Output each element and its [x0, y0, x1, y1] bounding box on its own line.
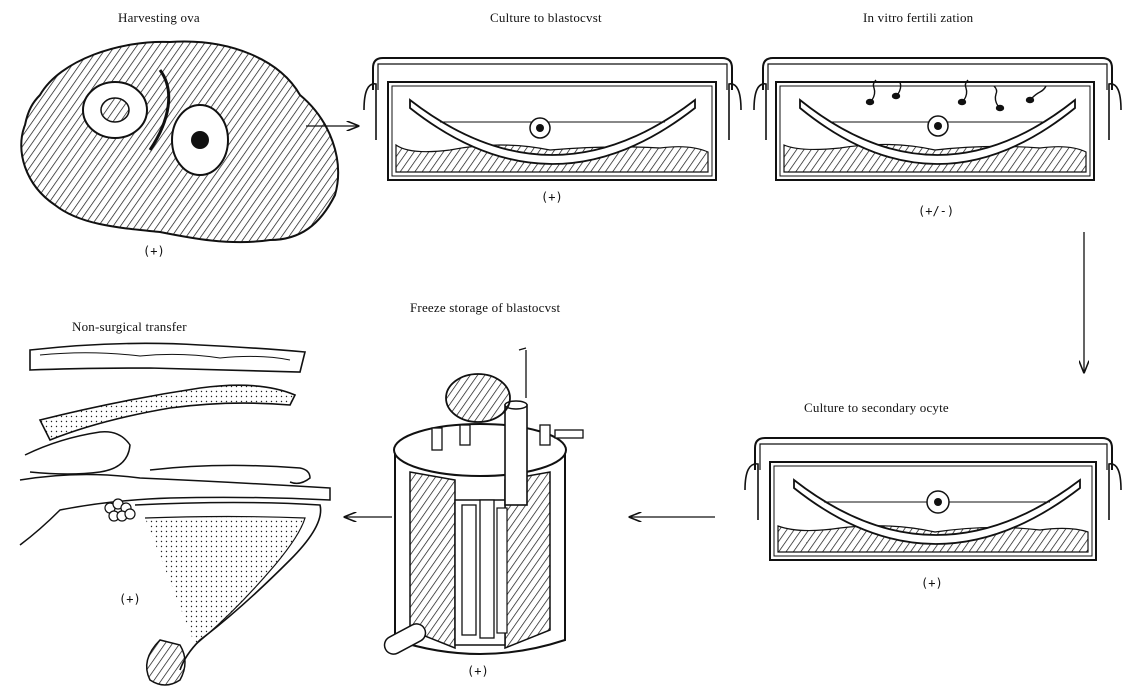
step-result-transfer: (+) — [119, 592, 141, 606]
step-title-harvest: Harvesting ova — [118, 10, 200, 26]
step-title-transfer: Non-surgical transfer — [72, 319, 187, 335]
culture-dish-blastocyst — [364, 58, 741, 180]
transfer-illustration — [20, 343, 330, 685]
step-result-culture-blastocyst: (+) — [541, 190, 563, 204]
step-title-ivf: In vitro fertili zation — [863, 10, 973, 26]
step-result-freeze: (+) — [467, 664, 489, 678]
step-title-culture-oocyte: Culture to secondary ocyte — [804, 400, 949, 416]
step-title-culture-blastocyst: Culture to blastocvst — [490, 10, 602, 26]
freeze-tank-illustration — [381, 348, 583, 657]
culture-dish-ivf — [754, 58, 1121, 180]
step-title-freeze: Freeze storage of blastocvst — [410, 300, 560, 316]
step-result-ivf: (+/-) — [918, 204, 954, 218]
ovary-illustration — [21, 42, 338, 243]
step-result-culture-oocyte: (+) — [921, 576, 943, 590]
step-result-harvest: (+) — [143, 244, 165, 258]
culture-dish-oocyte — [745, 438, 1121, 560]
